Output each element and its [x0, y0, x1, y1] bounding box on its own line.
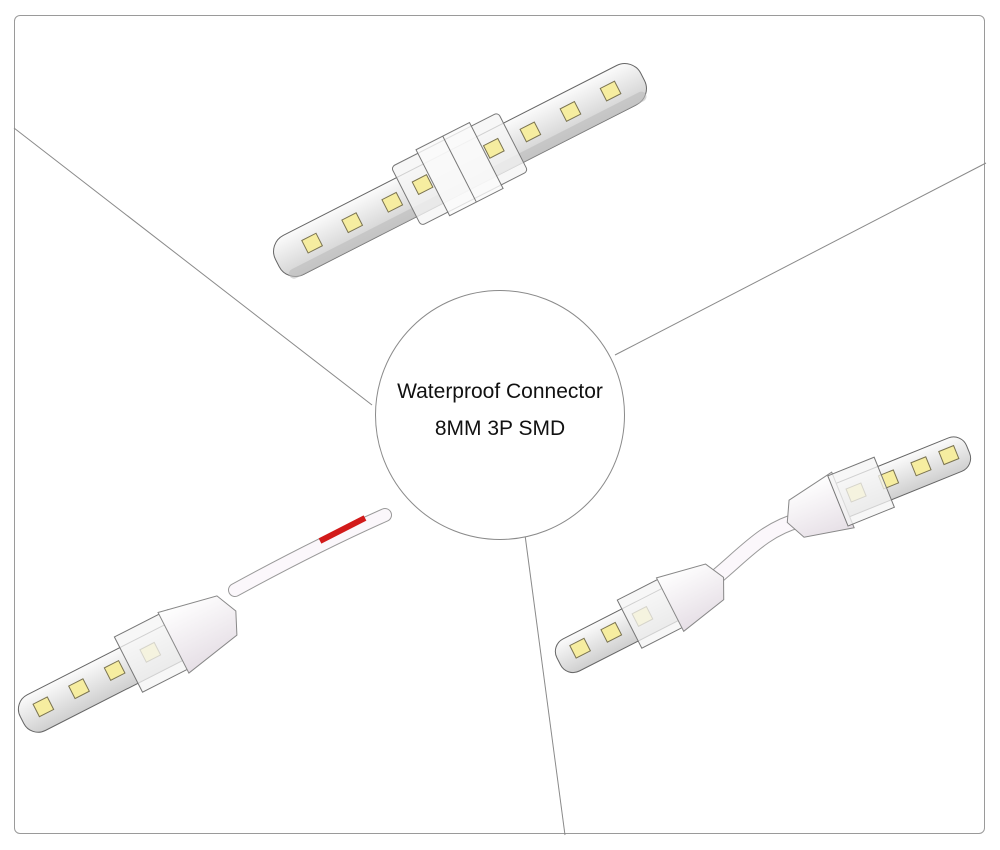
title-badge: Waterproof Connector 8MM 3P SMD: [375, 290, 625, 540]
image-frame: [14, 15, 985, 834]
strip-to-wire-connector: [17, 508, 392, 733]
strip-to-strip-connector: [273, 63, 647, 279]
product-spec: 8MM 3P SMD: [434, 417, 566, 440]
strip-wire-strip-connector: [554, 436, 972, 674]
divider-lines: [13, 127, 987, 836]
product-title: Waterproof Connector: [397, 380, 603, 403]
